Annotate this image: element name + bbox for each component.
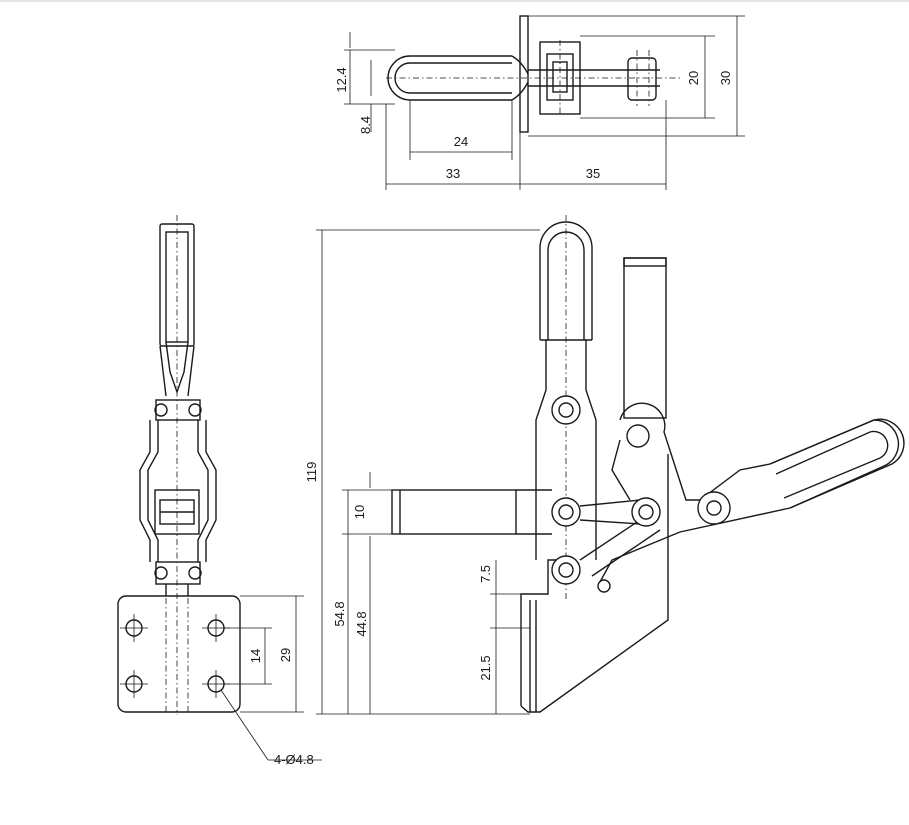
dim-30: 30 (718, 71, 733, 85)
side-view (117, 215, 241, 715)
front-view (391, 215, 905, 713)
dim-21-5: 21.5 (478, 655, 493, 680)
dim-10: 10 (352, 505, 367, 519)
dim-44-8: 44.8 (354, 611, 369, 636)
dim-24: 24 (454, 134, 468, 149)
dim-35: 35 (586, 166, 600, 181)
front-view-dimensions: 119 10 54.8 44.8 7.5 21.5 (304, 229, 540, 715)
top-view-dimensions: 12.4 8.4 24 33 35 20 30 (334, 15, 745, 190)
dim-33: 33 (446, 166, 460, 181)
dim-20: 20 (686, 71, 701, 85)
dim-7-5: 7.5 (478, 565, 493, 583)
dim-29: 29 (278, 648, 293, 662)
dim-12-4: 12.4 (334, 67, 349, 92)
dim-8-4: 8.4 (358, 116, 373, 134)
side-view-dimensions: 14 29 4-Ø4.8 (220, 595, 322, 767)
dim-54-8: 54.8 (332, 601, 347, 626)
top-view (386, 15, 680, 133)
dim-119: 119 (304, 462, 319, 483)
hole-callout: 4-Ø4.8 (274, 752, 314, 767)
mounting-holes (120, 614, 230, 698)
dim-14: 14 (248, 649, 263, 663)
